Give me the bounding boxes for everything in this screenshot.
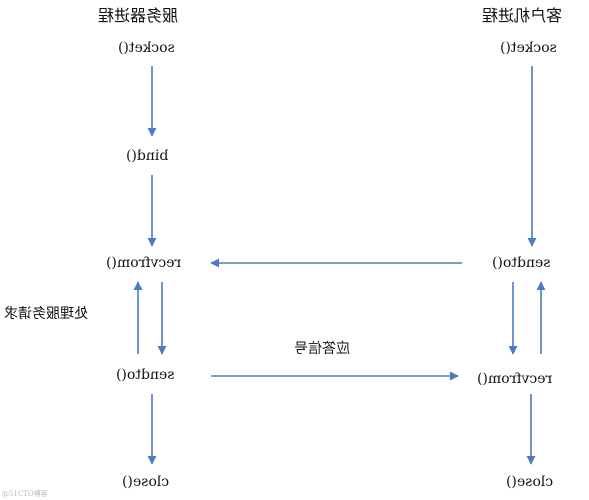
server-close-label: close() xyxy=(122,474,170,490)
client-title: 客户机进程 xyxy=(482,6,563,25)
server-recvfrom-label: recvfrom() xyxy=(106,255,182,271)
server-socket-label: socket() xyxy=(118,40,175,56)
client-socket-label: socket() xyxy=(500,40,557,56)
client-close-label: close() xyxy=(506,474,554,490)
server-sendto-label: sendto() xyxy=(116,367,175,383)
watermark: @51CTO博客 xyxy=(2,490,48,498)
client-recvfrom-label: recvfrom() xyxy=(477,371,553,387)
client-sendto-label: sendto() xyxy=(492,255,551,271)
server-bind-label: bind() xyxy=(126,148,169,164)
reply-label: 应答信号 xyxy=(294,341,350,357)
server-title: 服务器进程 xyxy=(98,6,179,25)
process-request-label: 处理服务请求 xyxy=(4,306,88,322)
